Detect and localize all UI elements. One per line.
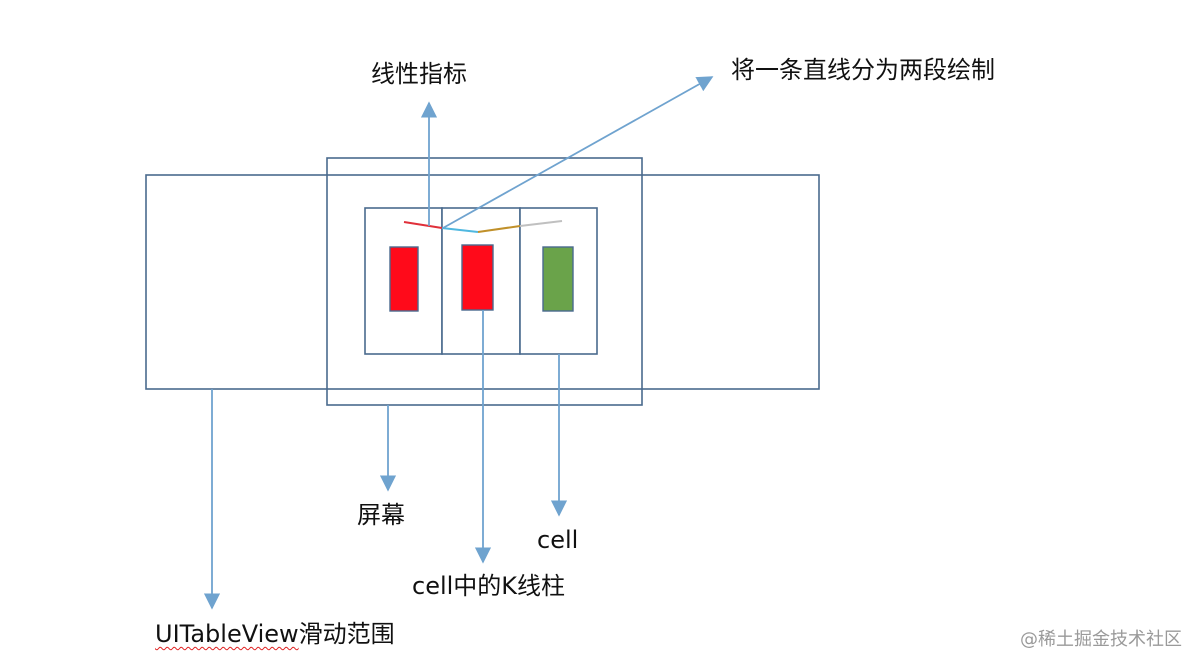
label-linear-indicator: 线性指标 bbox=[371, 60, 467, 88]
indicator-segment-red bbox=[403, 221, 443, 229]
candle-red-1 bbox=[389, 246, 419, 312]
label-tableview-name: UITableView bbox=[155, 620, 299, 648]
label-tableview-scroll-range: UITableView滑动范围 bbox=[155, 622, 395, 646]
indicator-segment-cyan bbox=[441, 227, 479, 233]
label-split-line: 将一条直线分为两段绘制 bbox=[731, 56, 995, 84]
indicator-segment-gold bbox=[477, 225, 521, 233]
indicator-segment-gray bbox=[519, 220, 563, 227]
candle-green bbox=[542, 246, 574, 312]
screen-box bbox=[326, 157, 643, 406]
watermark: @稀土掘金技术社区 bbox=[1020, 629, 1182, 650]
candle-red-2 bbox=[461, 244, 494, 311]
label-screen: 屏幕 bbox=[357, 501, 405, 529]
label-kline-in-cell: cell中的K线柱 bbox=[412, 572, 566, 600]
label-cell: cell bbox=[537, 526, 579, 554]
label-tableview-range: 滑动范围 bbox=[298, 620, 395, 648]
arrow-split-line bbox=[442, 76, 714, 229]
